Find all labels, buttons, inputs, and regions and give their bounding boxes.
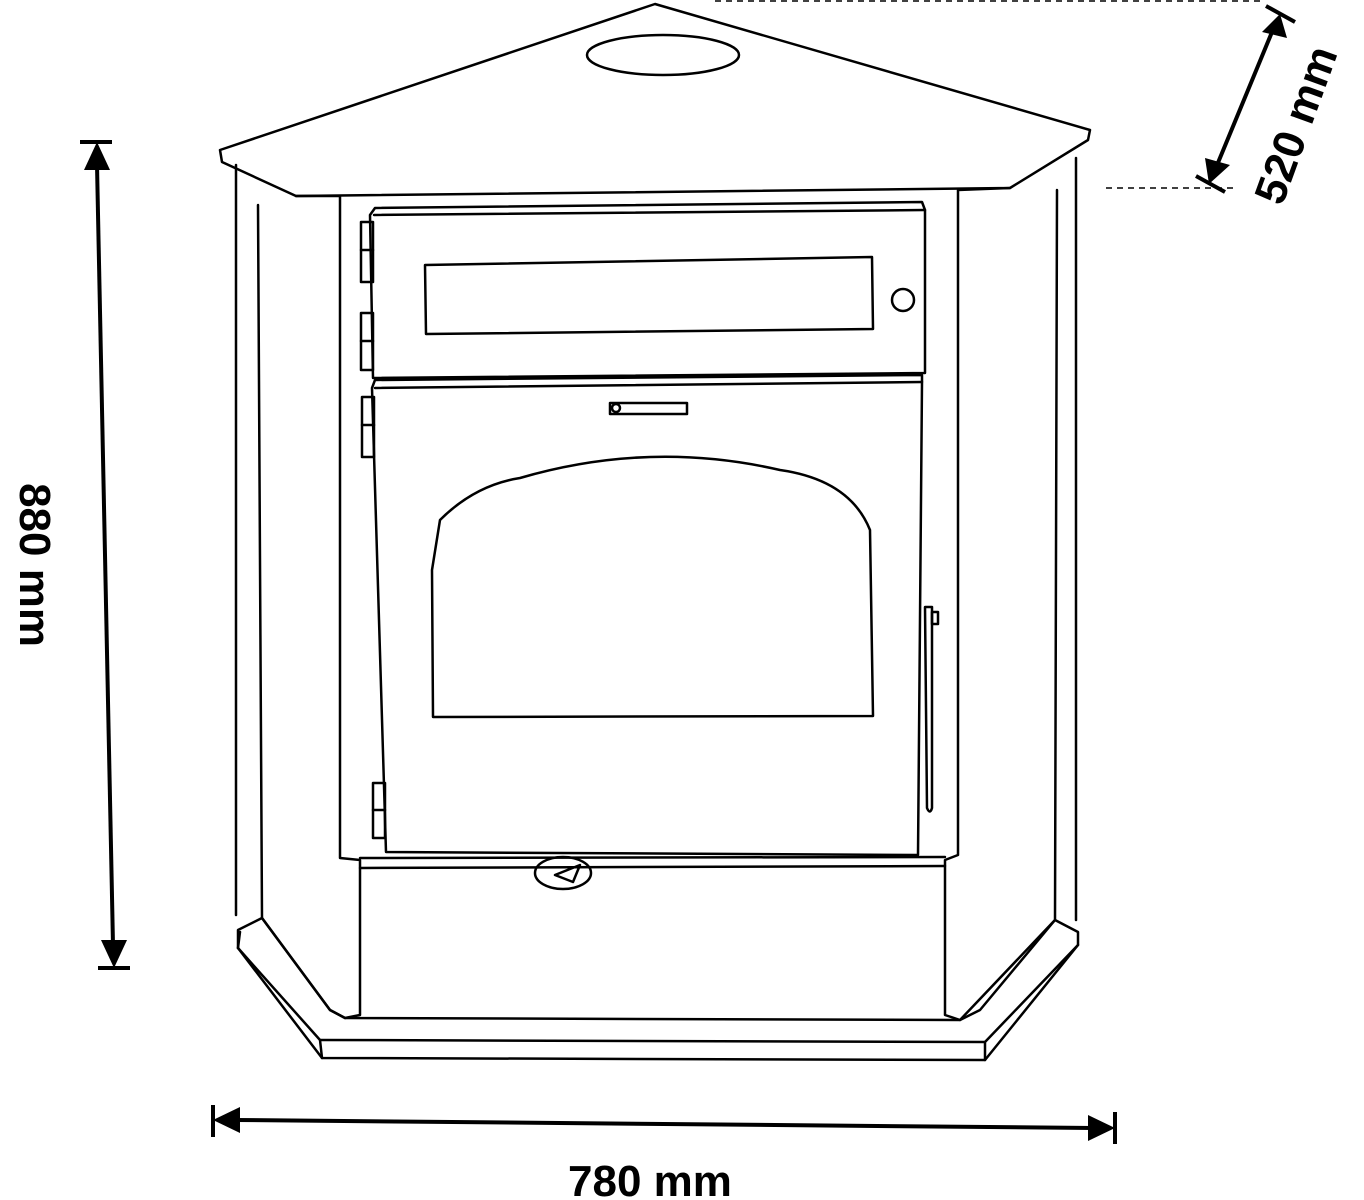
- width-dimension: 780 mm: [211, 1105, 1117, 1200]
- height-dimension: 880 mm: [10, 140, 130, 970]
- height-label: 880 mm: [10, 483, 59, 647]
- stove-top-lid: [218, 2, 1092, 922]
- depth-dimension: 520 mm: [715, 0, 1347, 211]
- depth-label: 520 mm: [1245, 40, 1347, 211]
- firebox-door: [360, 373, 940, 857]
- upper-door: [359, 200, 927, 380]
- width-label: 780 mm: [568, 1157, 732, 1200]
- stove-base: [236, 916, 1080, 1062]
- plinth: [358, 855, 947, 891]
